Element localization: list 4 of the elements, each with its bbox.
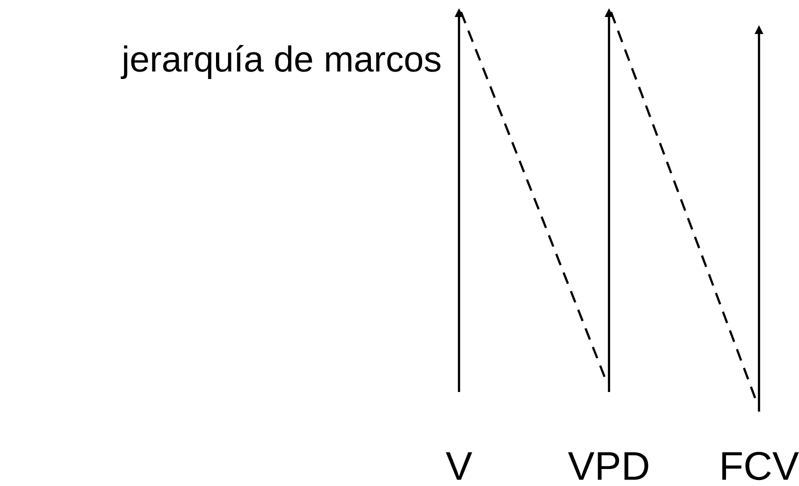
axis-label: FCV (722, 452, 799, 480)
axis-label: V (446, 452, 472, 480)
label: jerarquía de marcos (120, 45, 440, 79)
axis-label: VPD (568, 452, 648, 480)
